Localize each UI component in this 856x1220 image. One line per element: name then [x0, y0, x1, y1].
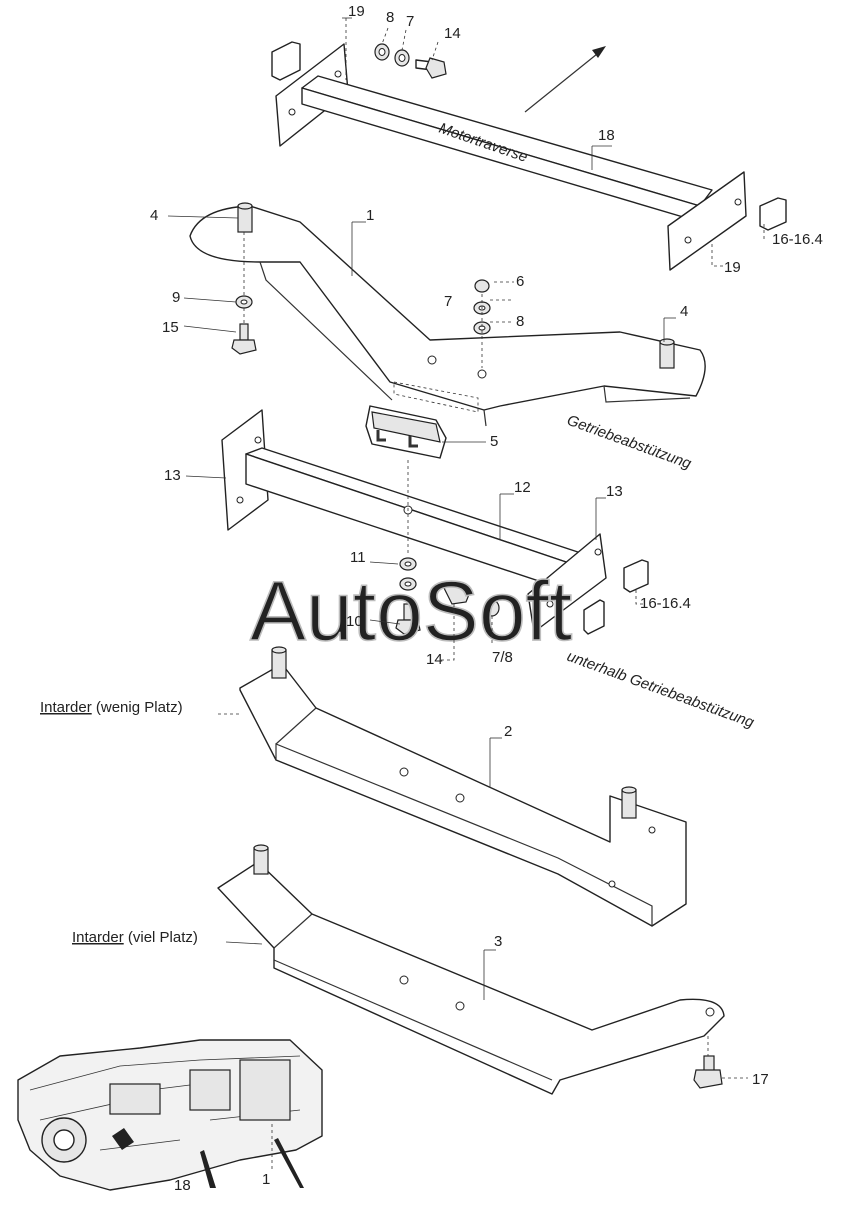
callout-18: 18	[598, 127, 615, 144]
direction-arrow-icon	[592, 46, 606, 58]
callout-8-mid: 8	[516, 313, 524, 330]
callout-14-top: 14	[444, 25, 461, 42]
callout-7-8: 7/8	[492, 649, 513, 666]
inset-arrow-1-icon	[274, 1138, 304, 1188]
callout-13-right: 13	[606, 483, 623, 500]
transmission-support-group	[189, 202, 706, 427]
callout-7-top: 7	[406, 13, 414, 30]
nut-6	[474, 279, 490, 293]
callout-15: 15	[162, 319, 179, 336]
lower-crossmember-group	[221, 409, 649, 635]
right-bracket-plate	[667, 171, 747, 271]
callout-2: 2	[504, 723, 512, 740]
right-rubber-pad	[759, 197, 787, 231]
pad-16-mid	[623, 559, 649, 593]
lower-crossmember-beam	[245, 447, 591, 565]
callout-4-right: 4	[680, 303, 688, 320]
watermark-text: AutoSoft	[250, 564, 572, 658]
intarder-bracket-3-group	[217, 844, 725, 1095]
callout-numbers: 19 8 7 14 18 16-16.4 19 4 1 6 7 8 4 9 15…	[150, 3, 823, 1194]
callout-10: 10	[346, 613, 363, 630]
callout-3: 3	[494, 933, 502, 950]
bolt-15	[239, 323, 249, 341]
pad-below	[583, 599, 605, 635]
inset-arrow-18-icon	[200, 1150, 216, 1188]
transmission-support-bracket	[189, 205, 706, 411]
intarder-bracket-3	[217, 861, 725, 1095]
engine-inset-thumbnail	[17, 1039, 323, 1191]
right-flange-13	[527, 533, 607, 633]
callout-19-top: 19	[348, 3, 365, 20]
getriebeabstuetzung-label: Getriebeabstützung	[565, 412, 694, 473]
rubber-mount-group	[365, 405, 447, 459]
callout-18-inset: 18	[174, 1177, 191, 1194]
callout-13-left: 13	[164, 467, 181, 484]
callout-7-mid: 7	[444, 293, 452, 310]
left-rubber-pad	[271, 41, 301, 81]
callout-8-top: 8	[386, 9, 394, 26]
callout-12: 12	[514, 479, 531, 496]
intarder-wenig-platz-note: Intarder (wenig Platz)	[40, 699, 183, 716]
leader-lines	[167, 17, 765, 1170]
bolt-14-mid	[443, 583, 471, 605]
callout-5: 5	[490, 433, 498, 450]
callout-16-mid: 16-16.4	[640, 595, 691, 612]
callout-11: 11	[350, 549, 366, 566]
callout-1: 1	[366, 207, 374, 224]
callout-16-top: 16-16.4	[772, 231, 823, 248]
callout-9: 9	[172, 289, 180, 306]
callout-14-mid: 14	[426, 651, 443, 668]
callout-17: 17	[752, 1071, 769, 1088]
callout-1-inset: 1	[262, 1171, 270, 1188]
engine-crossmember-group	[271, 41, 787, 271]
intarder-bracket-2-group	[239, 646, 687, 927]
callout-6: 6	[516, 273, 524, 290]
intarder-viel-platz-note: Intarder (viel Platz)	[72, 929, 198, 946]
callout-19-right: 19	[724, 259, 741, 276]
callout-4-left: 4	[150, 207, 158, 224]
unterhalb-getriebeabstuetzung-label: unterhalb Getriebeabstützung	[565, 648, 757, 732]
